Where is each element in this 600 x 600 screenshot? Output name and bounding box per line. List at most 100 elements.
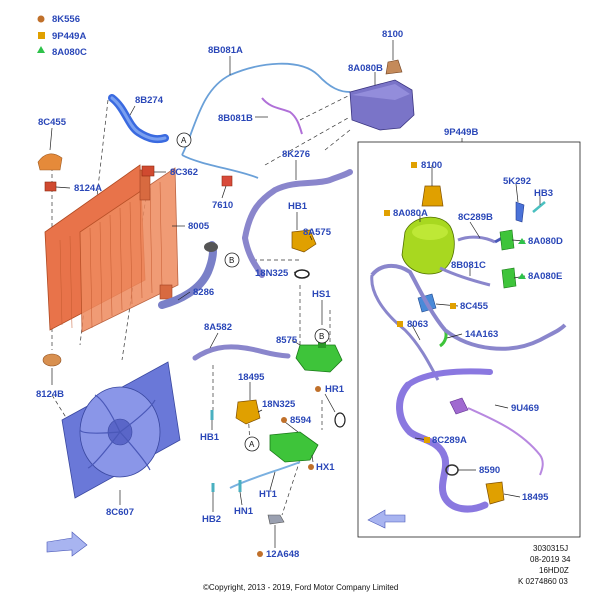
label-8C607: 8C607: [106, 507, 134, 518]
legend-9P449A: 9P449A: [52, 31, 86, 42]
valve-18495-shape: [235, 399, 261, 425]
label-5K292: 5K292: [503, 176, 531, 187]
clip-8A080E-shape: [501, 267, 517, 289]
reservoir-8A080B: [349, 79, 415, 131]
label-8286: 8286: [193, 287, 214, 298]
label-8594: 8594: [290, 415, 312, 426]
fan-shroud-8C607: [61, 361, 181, 499]
label-HX1: HX1: [316, 462, 335, 473]
label-8A080B: 8A080B: [348, 63, 383, 74]
pipe-8B081C-shape: [439, 266, 491, 287]
callout-B-left: B: [224, 252, 240, 268]
label-8A080D: 8A080D: [528, 236, 563, 247]
label-8B274: 8B274: [135, 95, 164, 106]
label-7610: 7610: [212, 200, 233, 211]
label-8590: 8590: [479, 465, 500, 476]
oring-18N325-shape: [294, 269, 310, 279]
hose-9U469-shape: [449, 397, 469, 415]
hose-8C289A-shape: [396, 381, 489, 513]
callout-B-mid: B: [314, 328, 330, 344]
label-12A648: 12A648: [266, 549, 299, 560]
label-18N325-top: 18N325: [255, 268, 289, 279]
label-8124B: 8124B: [36, 389, 64, 400]
meta-line-2: 08-2019 34: [530, 555, 571, 564]
label-8124A: 8124A: [74, 183, 102, 194]
label-14A163: 14A163: [465, 329, 498, 340]
sensor-5K292-shape: [515, 201, 525, 223]
cap-8100-box-shape: [421, 185, 444, 207]
label-HR1: HR1: [325, 384, 345, 395]
hose-8C289B-shape: [457, 235, 496, 244]
svg-text:A: A: [249, 440, 255, 449]
label-9P449B: 9P449B: [444, 127, 478, 138]
legend: 8K556 9P449A 8A080C: [37, 14, 87, 58]
direction-arrow-icon: [46, 531, 88, 557]
label-8C289B: 8C289B: [458, 212, 493, 223]
meta-line-3: 16HD0Z: [539, 566, 569, 575]
label-18N325-bottom: 18N325: [262, 399, 296, 410]
diagram-metadata: 3030315J 08-2019 34 16HD0Z K 0274860 03: [518, 544, 571, 586]
label-8B081C: 8B081C: [451, 260, 486, 271]
reservoir-8A080A: [401, 216, 455, 275]
radiator-8005: [44, 164, 179, 333]
sensor-12A648-shape: [267, 514, 285, 525]
housing-8575: [295, 340, 343, 373]
label-8C362: 8C362: [170, 167, 198, 178]
clip-8C362-shape: [141, 165, 155, 177]
label-8C289A: 8C289A: [432, 435, 467, 446]
label-8100-top: 8100: [382, 29, 403, 40]
label-HT1: HT1: [259, 489, 278, 500]
label-8A080E: 8A080E: [528, 271, 562, 282]
label-HB3: HB3: [534, 188, 553, 199]
label-HS1: HS1: [312, 289, 331, 300]
mount-8124B-shape: [42, 353, 62, 367]
callout-A-top: A: [176, 132, 192, 148]
label-8C455-box: 8C455: [460, 301, 489, 312]
label-8C455-left: 8C455: [38, 117, 67, 128]
pipe-8B081A-shape: [181, 62, 351, 156]
pipe-8B081B-shape: [261, 97, 303, 135]
leader-lines: [49, 40, 541, 548]
thermostat-8A575-shape: [291, 229, 317, 253]
label-8063: 8063: [407, 319, 428, 330]
label-8B081B: 8B081B: [218, 113, 253, 124]
box-direction-arrow-icon: [367, 509, 406, 529]
label-18495-box: 18495: [522, 492, 549, 503]
bolt-HB3-shape: [532, 201, 546, 213]
subassembly-box-9P449B: [357, 141, 581, 538]
part-labels: 8B081A 8100 8A080B 8B274 8C455 8B081B 8C…: [36, 29, 563, 560]
hose-8063-shape: [370, 263, 567, 351]
label-8005: 8005: [188, 221, 210, 232]
pipe-HT1-shape: [229, 461, 301, 489]
svg-text:A: A: [181, 136, 187, 145]
hose-8K276-shape: [242, 169, 353, 241]
label-8A080A: 8A080A: [393, 208, 428, 219]
clip-8A080D-shape: [499, 229, 515, 251]
legend-8A080C: 8A080C: [52, 47, 87, 58]
copyright-text: ©Copyright, 2013 - 2019, Ford Motor Comp…: [203, 583, 398, 592]
label-8A575: 8A575: [303, 227, 332, 238]
label-18495-left: 18495: [238, 372, 265, 383]
clip-7610-shape: [221, 175, 233, 187]
legend-square-marker: [38, 32, 45, 39]
hose-8286-end: [204, 242, 218, 252]
label-9U469: 9U469: [511, 403, 539, 414]
housing-8594: [269, 431, 319, 463]
legend-circle-marker: [37, 15, 45, 23]
meta-line-4: K 0274860 03: [518, 577, 568, 586]
label-8575: 8575: [276, 335, 298, 346]
bracket-8C455-shape: [37, 153, 63, 171]
label-8K276: 8K276: [282, 149, 310, 160]
svg-text:B: B: [319, 332, 324, 341]
label-markers: [257, 162, 526, 557]
pipe-8A582-shape: [192, 344, 291, 361]
valve-18495-box-shape: [485, 481, 505, 505]
meta-line-1: 3030315J: [533, 544, 568, 553]
legend-8K556: 8K556: [52, 14, 80, 25]
callout-A-bottom: A: [244, 436, 260, 452]
label-HB1-bottom: HB1: [200, 432, 220, 443]
mount-8124A-shape: [44, 181, 57, 192]
label-8B081A: 8B081A: [208, 45, 243, 56]
